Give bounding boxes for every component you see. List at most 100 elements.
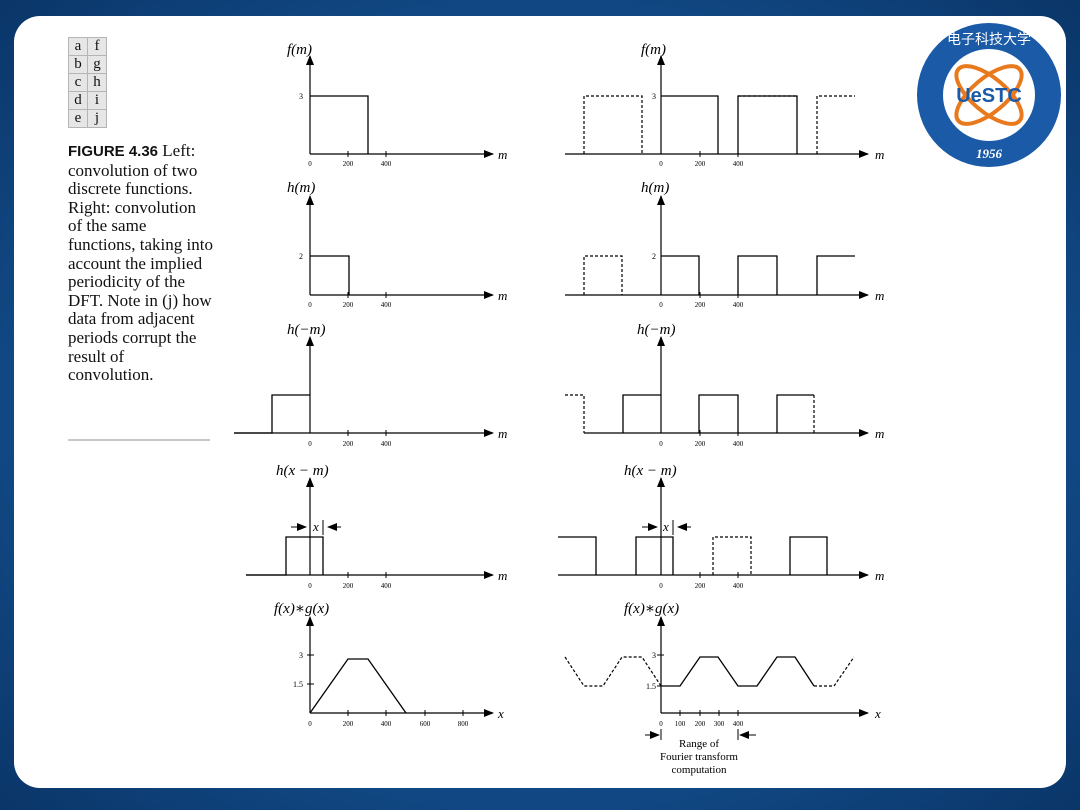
y-tick-label: 3	[299, 92, 303, 101]
panel-letter: j	[87, 109, 107, 128]
panel-letter: i	[87, 91, 107, 110]
x-axis-label: m	[498, 568, 507, 583]
x-tick-label: 0	[308, 160, 312, 168]
panel-i-ylabel: h(x − m)	[624, 463, 677, 479]
panel-b: h(m) m 2 0 200 400	[287, 180, 507, 309]
panel-letter: g	[87, 55, 107, 74]
shift-label: x	[312, 519, 319, 534]
periodic-pulse	[661, 255, 700, 295]
x-tick-label: 0	[308, 301, 312, 309]
x-tick-label: 200	[695, 301, 706, 309]
x-axis-label: m	[498, 426, 507, 441]
x-tick-label: 200	[695, 440, 706, 448]
x-tick-label: 300	[714, 720, 725, 728]
panel-h: h(−m) m 0 200 400	[565, 322, 884, 448]
panel-letter: d	[68, 91, 88, 110]
periodic-pulse	[635, 536, 674, 575]
panel-d-ylabel: h(x − m)	[276, 463, 329, 479]
range-note-line1: Range of	[679, 738, 719, 750]
x-axis-label: m	[875, 147, 884, 162]
logo-inner-disc	[943, 49, 1035, 141]
periodic-result	[661, 656, 815, 687]
panel-c-ylabel: h(−m)	[287, 322, 325, 338]
logo-orbit-icon	[954, 64, 1024, 126]
x-tick-label: 400	[381, 301, 392, 309]
x-tick-label: 100	[675, 720, 686, 728]
periodic-pulse	[816, 255, 855, 295]
x-tick-label: 200	[343, 301, 354, 309]
logo-year: 1956	[976, 146, 1003, 161]
x-tick-label: 800	[458, 720, 469, 728]
h-shifted-pulse	[246, 536, 324, 576]
panel-g: h(m) m 2 0 200 400	[565, 180, 884, 309]
x-tick-label: 200	[695, 582, 706, 590]
f-pulse	[310, 95, 369, 154]
x-tick-label: 200	[695, 720, 706, 728]
panel-f: f(m) m 3 0 200 400	[565, 42, 884, 168]
periodic-pulse	[737, 95, 798, 154]
x-tick-label: 0	[659, 301, 663, 309]
y-tick-label: 2	[652, 252, 656, 261]
x-axis-label: m	[498, 147, 507, 162]
x-tick-label: 0	[659, 440, 663, 448]
panel-j: f(x)∗g(x) x 3 1.5 0 100 200 300 400 Rang…	[564, 601, 881, 776]
periodic-result-dashed	[814, 656, 855, 687]
uestc-logo: UeSTC 1956 电子科技大学	[917, 23, 1061, 167]
panel-a: f(m) m 3 0 200 400	[287, 42, 507, 168]
logo-orbit-icon	[954, 64, 1024, 126]
periodic-pulse-dashed	[583, 255, 623, 295]
x-tick-label: 400	[733, 301, 744, 309]
range-note-line3: computation	[672, 764, 727, 776]
x-tick-label: 0	[308, 720, 312, 728]
x-tick-label: 200	[343, 160, 354, 168]
x-axis-label: x	[497, 706, 504, 721]
y-tick-label: 1.5	[646, 682, 656, 691]
periodic-pulse-dashed	[712, 536, 752, 575]
x-tick-label: 200	[343, 440, 354, 448]
shift-label: x	[662, 519, 669, 534]
caption-text: Left: convolution of two discrete functi…	[68, 141, 213, 385]
periodic-pulse-dashed	[583, 95, 643, 154]
h-pulse	[310, 255, 350, 295]
x-tick-label: 400	[733, 160, 744, 168]
x-tick-label: 200	[343, 720, 354, 728]
x-axis-label: m	[498, 288, 507, 303]
x-tick-label: 200	[343, 582, 354, 590]
y-tick-label: 3	[652, 651, 656, 660]
x-tick-label: 400	[733, 720, 744, 728]
panel-g-ylabel: h(m)	[641, 180, 669, 196]
figure-page	[62, 30, 862, 782]
x-tick-label: 0	[659, 160, 663, 168]
x-tick-label: 600	[420, 720, 431, 728]
caption-divider	[68, 439, 210, 441]
periodic-pulse-dashed	[816, 95, 855, 154]
x-axis-label: m	[875, 288, 884, 303]
panel-d: h(x − m) m x 0 200 400	[246, 463, 507, 590]
periodic-pulse	[776, 394, 814, 433]
periodic-pulse	[558, 536, 597, 575]
panel-i: h(x − m) m x 0 200 400	[558, 463, 884, 590]
y-tick-label: 3	[299, 651, 303, 660]
panel-e: f(x)∗g(x) x 3 1.5 0 200 400 600 800	[274, 601, 504, 728]
panel-a-ylabel: f(m)	[287, 42, 312, 58]
x-tick-label: 400	[381, 440, 392, 448]
panel-b-ylabel: h(m)	[287, 180, 315, 196]
panel-j-ylabel: f(x)∗g(x)	[624, 601, 679, 617]
h-reflected-pulse	[234, 394, 310, 434]
x-tick-label: 400	[733, 440, 744, 448]
periodic-result-dashed	[564, 656, 662, 687]
panel-letter: e	[68, 109, 88, 128]
x-tick-label: 200	[695, 160, 706, 168]
figure-caption: FIGURE 4.36 Left: convolution of two dis…	[68, 141, 213, 385]
x-tick-label: 400	[381, 582, 392, 590]
x-axis-label: m	[875, 426, 884, 441]
x-axis-label: m	[875, 568, 884, 583]
logo-chinese-name: 电子科技大学	[947, 32, 1031, 48]
figure-label: FIGURE 4.36	[68, 143, 159, 160]
logo-abbrev: UeSTC	[956, 85, 1022, 107]
periodic-pulse	[698, 394, 739, 433]
x-axis-label: x	[874, 706, 881, 721]
y-tick-label: 3	[652, 92, 656, 101]
y-tick-label: 1.5	[293, 680, 303, 689]
